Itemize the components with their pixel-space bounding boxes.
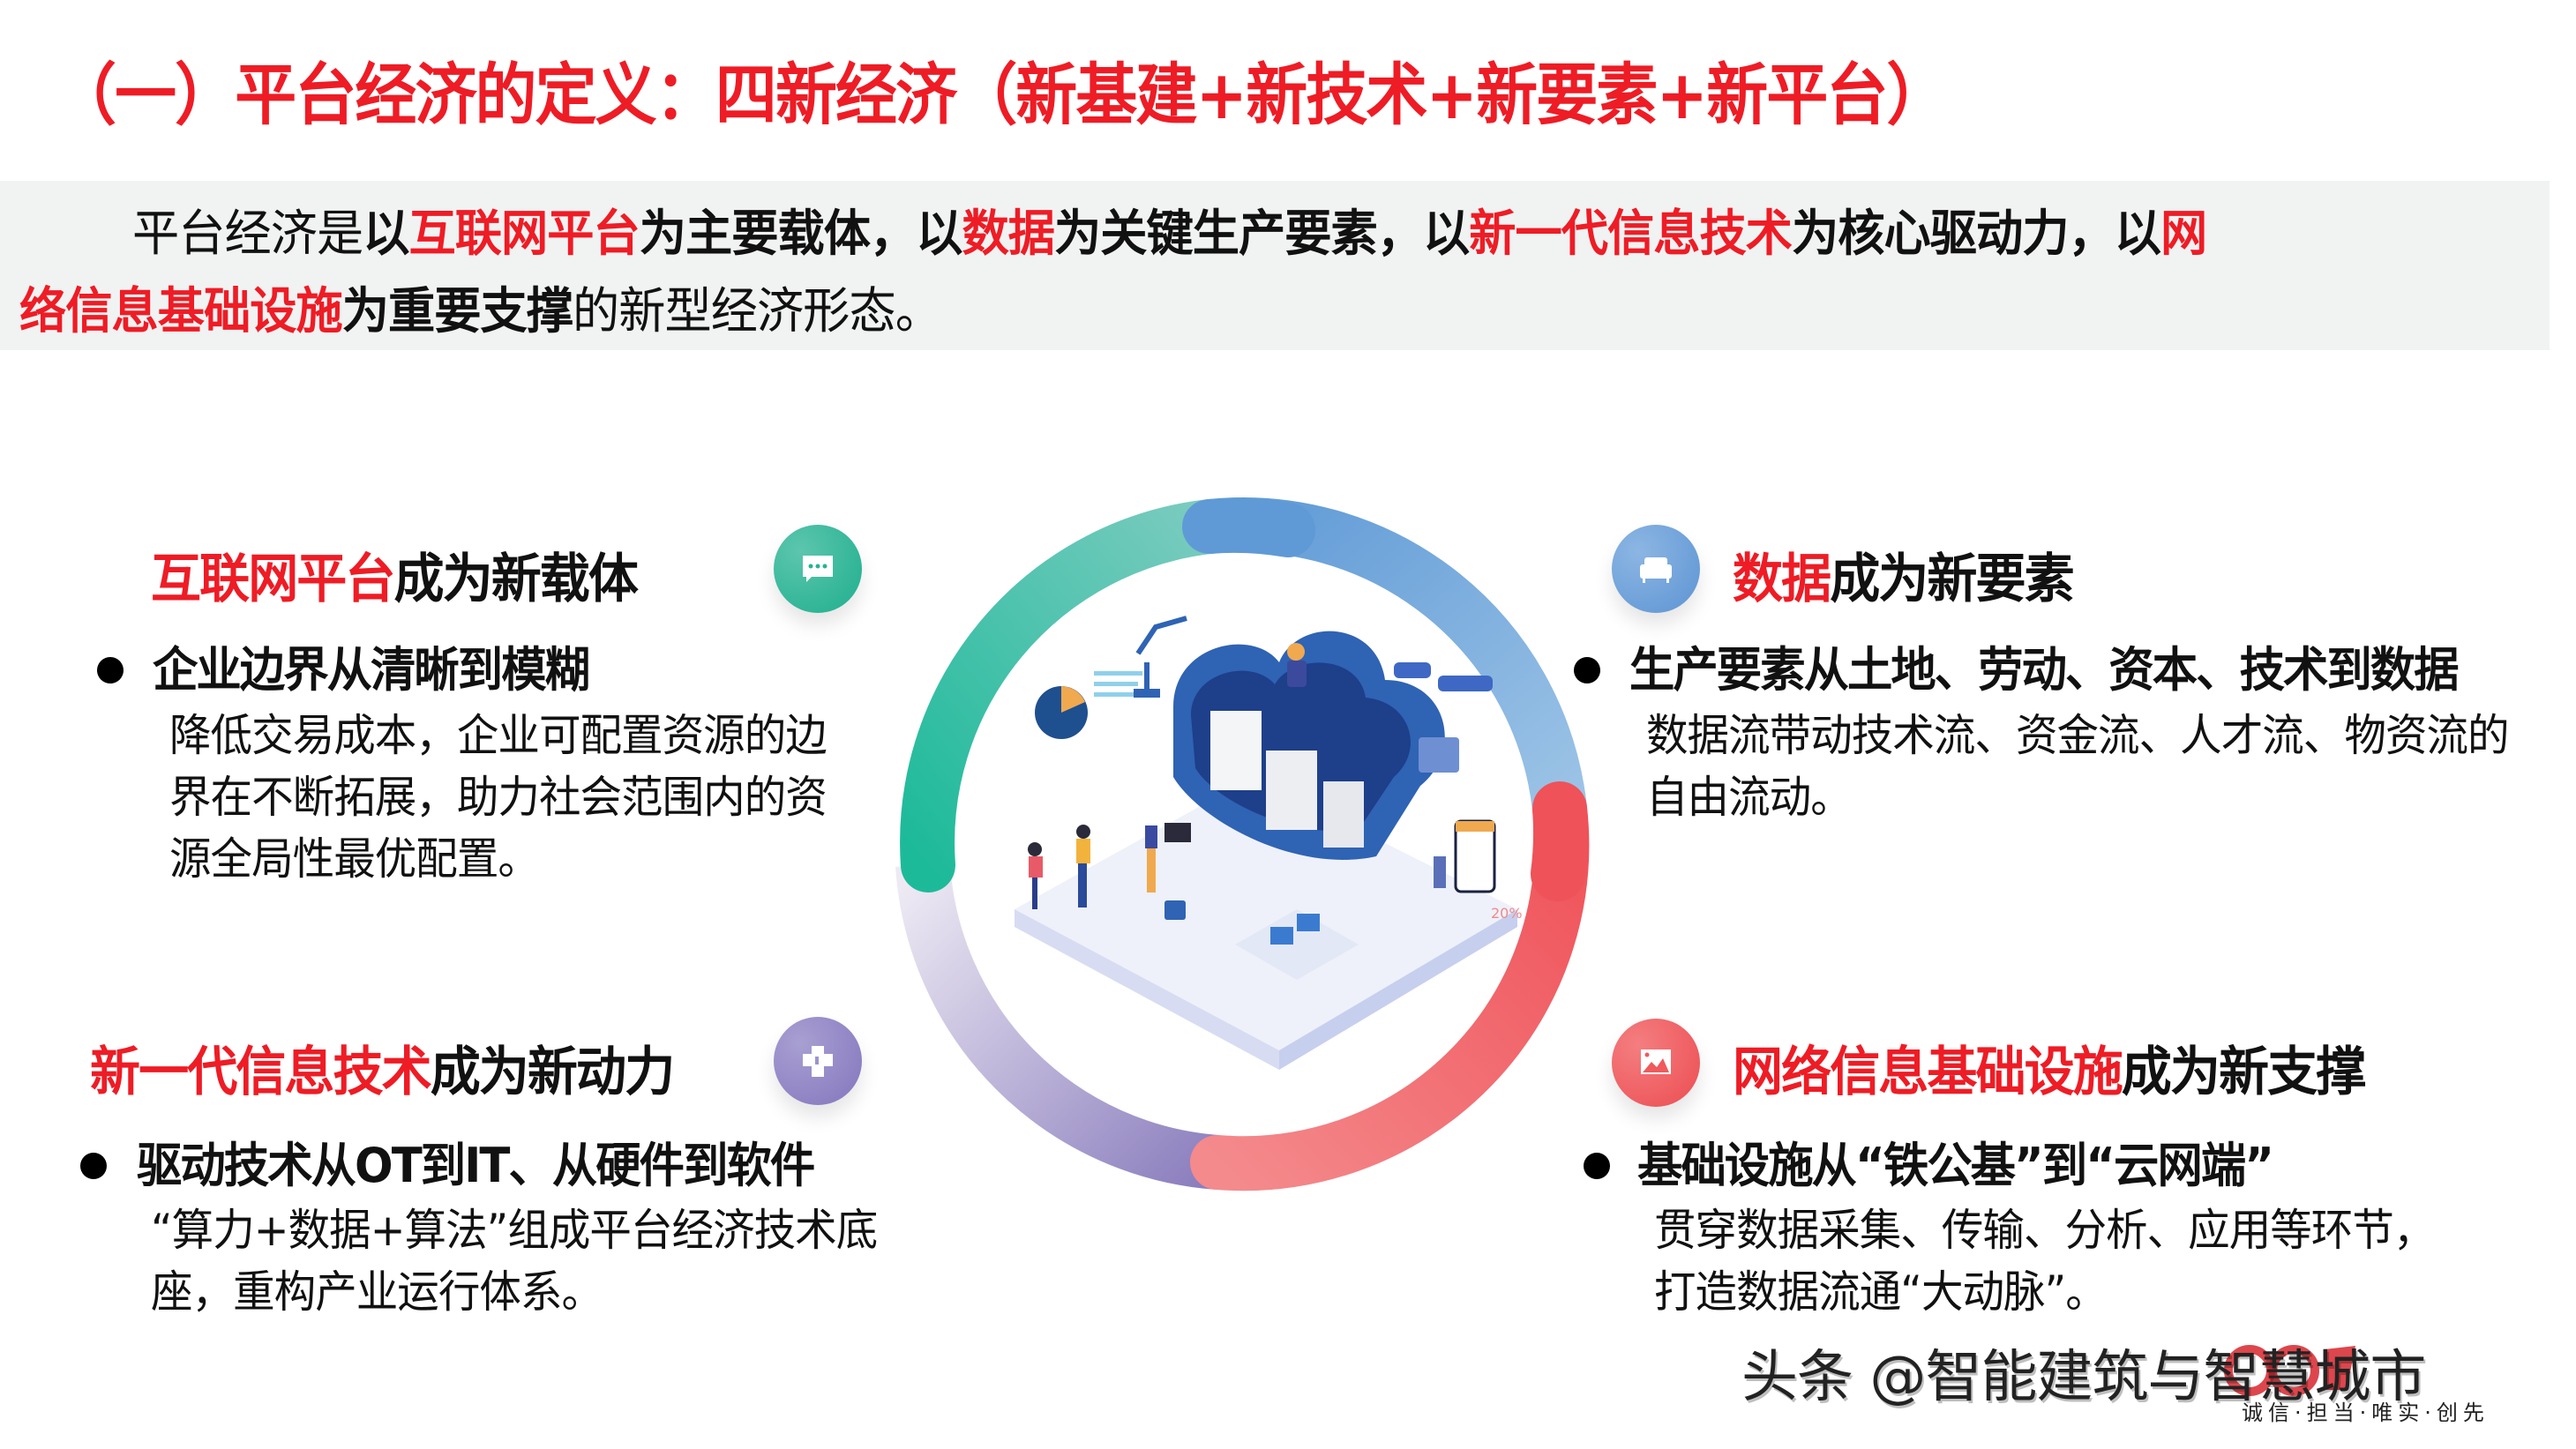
heading-highlight: 互联网平台: [151, 549, 395, 610]
quadrant-platform-body-line: 界在不断拓展，助力社会范围内的资: [169, 772, 827, 823]
bullet-dot: [97, 657, 124, 683]
quadrant-infra-body-line: 打造数据流通“大动脉”。: [1654, 1266, 2108, 1318]
text-run: 为主要载体，以: [639, 205, 963, 263]
heading-rest: 成为新载体: [393, 549, 639, 610]
definition-line-1: 平台经济是以互联网平台为主要载体，以数据为关键生产要素，以新一代信息技术为核心驱…: [132, 204, 2207, 265]
ring-segment-purple: [895, 863, 1220, 1190]
image-icon: [1612, 1019, 1700, 1107]
quadrant-platform-bullet: 企业边界从清晰到模糊: [153, 642, 590, 698]
definition-line-2: 络信息基础设施为重要支撑的新型经济形态。: [19, 281, 942, 343]
bullet-dot: [80, 1153, 107, 1179]
text-run: 为关键生产要素，以: [1054, 205, 1470, 263]
definition-band: [0, 181, 2550, 350]
cloud-platform-illustration: 20%: [1015, 616, 1523, 1070]
text-run: 的新型经济形态。: [573, 283, 942, 340]
heading-rest: 成为新动力: [430, 1042, 675, 1103]
heading-rest: 成为新支撑: [2121, 1042, 2366, 1103]
quadrant-infra-bullet: 基础设施从“铁公基”到“云网端”: [1637, 1138, 2274, 1193]
quadrant-platform-heading: 互联网平台成为新载体: [151, 546, 639, 613]
quadrant-tech-body-line: “算力+数据+算法”组成平台经济技术底: [151, 1205, 878, 1256]
highlight-platform: 互联网平台: [408, 205, 640, 263]
discount-label: 20%: [1491, 905, 1523, 922]
text-run: 以: [363, 205, 409, 263]
highlight-infra: 网: [2160, 205, 2207, 263]
watermark-text: 头条 @智能建筑与智慧城市: [1741, 1345, 2426, 1410]
quadrant-tech-heading: 新一代信息技术成为新动力: [90, 1039, 675, 1106]
watermark-slogan: 诚信·担当·唯实·创先: [2242, 1400, 2490, 1425]
highlight-infra: 络信息基础设施: [19, 283, 343, 340]
quadrant-tech-bullet: 驱动技术从OT到IT、从硬件到软件: [137, 1138, 815, 1193]
text-run: 为重要支撑: [341, 283, 573, 340]
highlight-data: 数据: [962, 205, 1055, 263]
chat-bubble-icon: [774, 525, 862, 613]
heading-highlight: 数据: [1733, 549, 1831, 610]
bullet-dot: [1584, 1153, 1610, 1179]
bullet-dot: [1574, 657, 1600, 683]
quadrant-platform-body-line: 降低交易成本，企业可配置资源的边: [169, 710, 827, 761]
quadrant-data-bullet: 生产要素从土地、劳动、资本、技术到数据: [1629, 642, 2460, 698]
sofa-icon: [1612, 525, 1700, 613]
heading-highlight: 新一代信息技术: [90, 1042, 432, 1103]
text-run: 平台经济是: [132, 205, 363, 263]
ring-segment-green: [900, 499, 1237, 893]
heading-rest: 成为新要素: [1830, 549, 2074, 610]
text-run: 为核心驱动力，以: [1792, 205, 2161, 263]
highlight-tech: 新一代信息技术: [1469, 205, 1793, 263]
quadrant-data-body-line: 数据流带动技术流、资金流、人才流、物资流的: [1646, 710, 2510, 761]
four-segment-ring: 20%: [895, 497, 1590, 1191]
quadrant-infra-body-line: 贯穿数据采集、传输、分析、应用等环节，: [1654, 1205, 2435, 1256]
company-logo: [2224, 1345, 2355, 1396]
quadrant-infra-heading: 网络信息基础设施成为新支撑: [1733, 1039, 2366, 1106]
quadrant-data-body-line: 自由流动。: [1646, 772, 1853, 823]
quadrant-tech-body-line: 座，重构产业运行体系。: [151, 1266, 603, 1318]
page-title: （一）平台经济的定义：四新经济（新基建+新技术+新要素+新平台）: [55, 56, 1948, 134]
quadrant-platform-body-line: 源全局性最优配置。: [169, 833, 540, 885]
heading-highlight: 网络信息基础设施: [1733, 1042, 2123, 1103]
blocks-icon: [774, 1017, 862, 1105]
quadrant-data-heading: 数据成为新要素: [1733, 546, 2075, 613]
